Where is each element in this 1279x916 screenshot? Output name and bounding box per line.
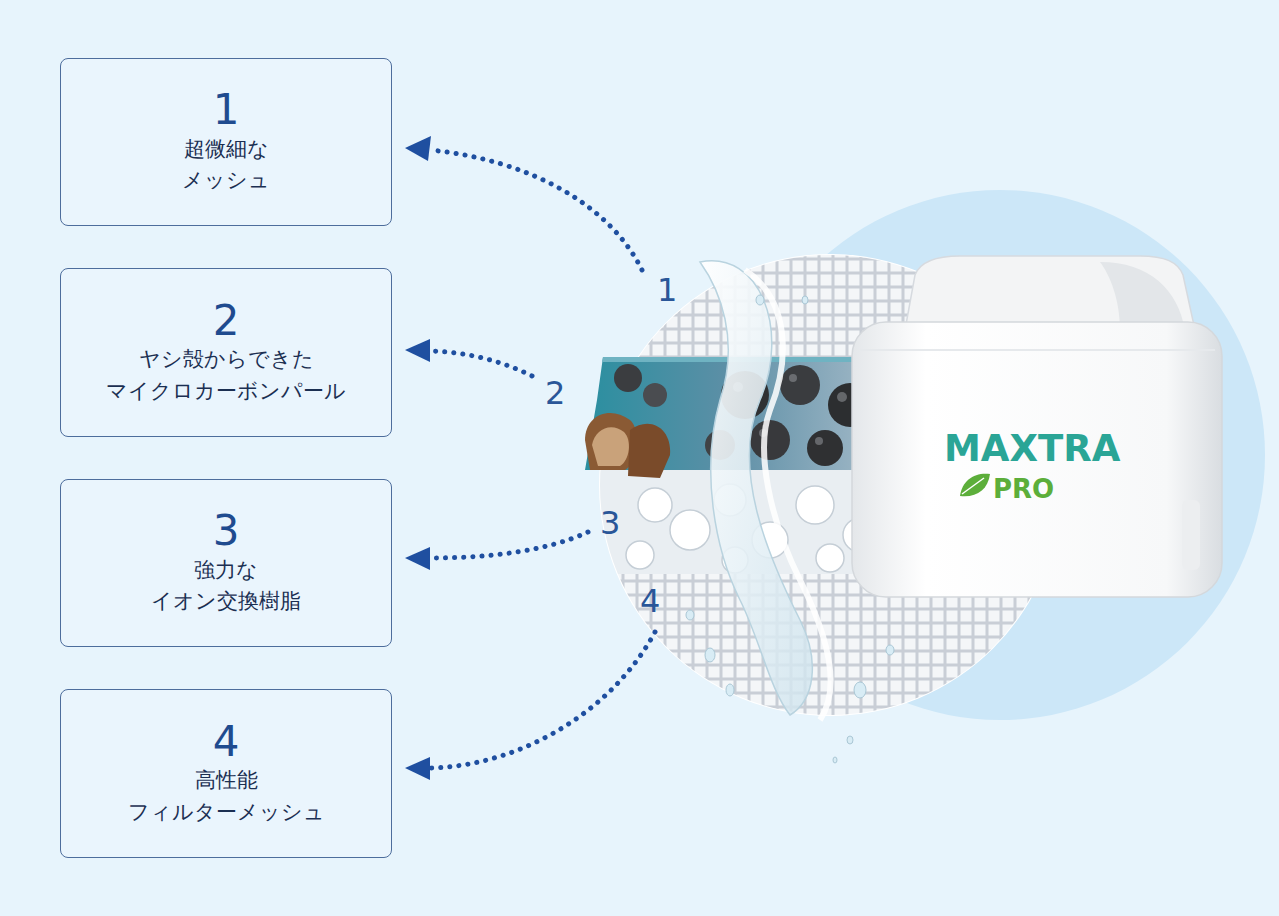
box-text: 強力な イオン交換樹脂 xyxy=(151,555,301,618)
box-text: 高性能 フィルターメッシュ xyxy=(128,765,325,828)
callout-number: 2 xyxy=(545,377,565,409)
box-text: ヤシ殻からできた マイクロカーボンパール xyxy=(106,344,346,407)
callout-number: 3 xyxy=(600,507,620,539)
callout-number: 4 xyxy=(640,585,660,617)
box-number: 1 xyxy=(213,87,240,133)
box-number: 2 xyxy=(213,298,240,344)
box-number: 4 xyxy=(213,719,240,765)
box-number: 3 xyxy=(213,508,240,554)
brand-suffix: PRO xyxy=(993,476,1054,502)
layer-box: 1超微細な メッシュ xyxy=(60,58,392,226)
box-text: 超微細な メッシュ xyxy=(182,134,270,197)
layer-box: 4高性能 フィルターメッシュ xyxy=(60,689,392,858)
brand-name: MAXTRA xyxy=(944,430,1120,467)
layer-box: 3強力な イオン交換樹脂 xyxy=(60,479,392,647)
layer-box: 2ヤシ殻からできた マイクロカーボンパール xyxy=(60,268,392,437)
callout-number: 1 xyxy=(657,274,677,306)
